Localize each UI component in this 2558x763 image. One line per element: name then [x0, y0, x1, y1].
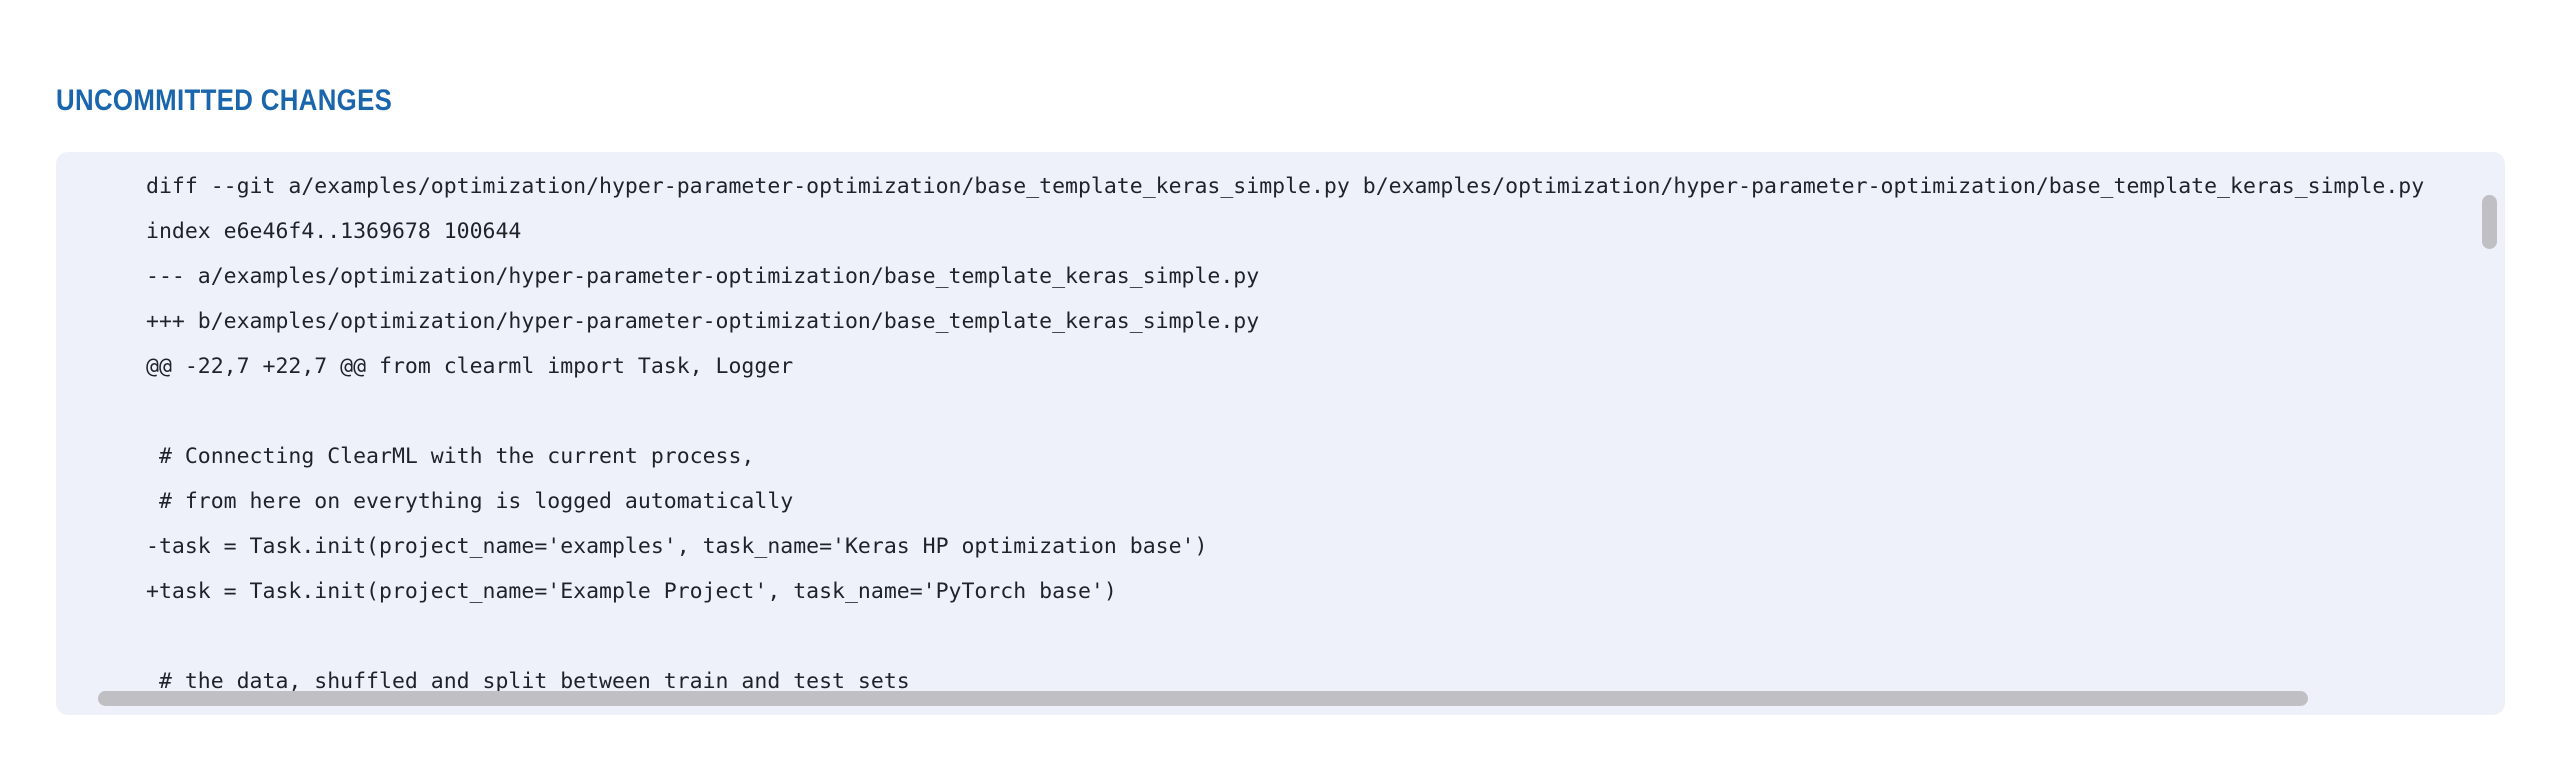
page-title: UNCOMMITTED CHANGES: [56, 84, 393, 117]
diff-line: # Connecting ClearML with the current pr…: [146, 444, 755, 469]
diff-line: diff --git a/examples/optimization/hyper…: [146, 174, 2425, 199]
diff-line: [146, 614, 2424, 659]
diff-horizontal-scrollbar[interactable]: [56, 691, 2505, 706]
diff-line: # the data, shuffled and split between t…: [146, 669, 910, 694]
diff-line-removed: -task = Task.init(project_name='examples…: [146, 534, 1208, 559]
diff-line: +++ b/examples/optimization/hyper-parame…: [146, 309, 1260, 334]
diff-vertical-scrollbar[interactable]: [2482, 162, 2497, 705]
diff-line: # from here on everything is logged auto…: [146, 489, 794, 514]
diff-line-added: +task = Task.init(project_name='Example …: [146, 579, 1117, 604]
diff-horizontal-scrollbar-thumb[interactable]: [98, 691, 2308, 706]
diff-line: index e6e46f4..1369678 100644: [146, 219, 522, 244]
diff-line: [146, 389, 2424, 434]
diff-vertical-scrollbar-thumb[interactable]: [2482, 195, 2497, 249]
diff-panel: diff --git a/examples/optimization/hyper…: [56, 152, 2505, 715]
diff-line-hunk-header: @@ -22,7 +22,7 @@ from clearml import Ta…: [146, 354, 794, 379]
diff-scroll-area[interactable]: diff --git a/examples/optimization/hyper…: [56, 152, 2505, 715]
diff-line: --- a/examples/optimization/hyper-parame…: [146, 264, 1260, 289]
diff-code-block: diff --git a/examples/optimization/hyper…: [146, 164, 2424, 704]
